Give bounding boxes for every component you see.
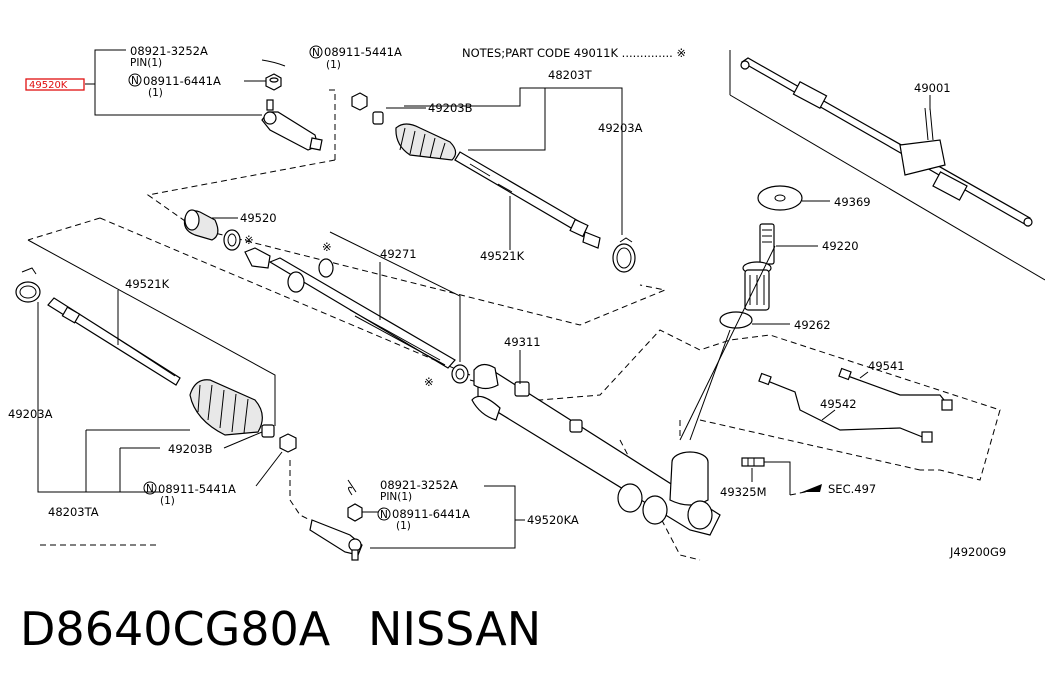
boot-left (189, 379, 263, 436)
label-49520KA[interactable]: 49520KA (527, 513, 579, 527)
pinion-49220 (742, 223, 775, 311)
label-49325M[interactable]: 49325M (720, 485, 767, 499)
label-nut-top2-qty: (1) (326, 59, 341, 71)
label-pin-bot-qty: PIN(1) (380, 491, 412, 503)
label-49311[interactable]: 49311 (504, 335, 541, 349)
seal-49262 (719, 311, 753, 329)
label-49542[interactable]: 49542 (820, 397, 857, 411)
label-49203B-top[interactable]: 49203B (428, 101, 473, 115)
diagram-code: J49200G9 (949, 545, 1006, 559)
tie-rod-end-49520KA (309, 519, 363, 561)
label-nut-left-qty: (1) (160, 495, 175, 507)
star-mark-1: ※ (244, 233, 254, 247)
leader-lines (27, 49, 931, 549)
circle-n-symbols (128, 45, 391, 521)
tube-49542 (758, 372, 933, 443)
clamp-49203A-left (15, 267, 41, 303)
pin-bottom (347, 479, 357, 496)
circle-n-1: N (131, 75, 139, 87)
clamp-49203A-top (612, 237, 636, 273)
washer-49369 (757, 185, 803, 211)
part-number-title: D8640CG80A (20, 602, 331, 656)
ring-star-3 (451, 364, 469, 384)
label-49203A-left[interactable]: 49203A (8, 407, 53, 421)
label-nut-top2-code[interactable]: 08911-5441A (324, 45, 402, 59)
clamp-49203B-left (261, 424, 275, 438)
label-48203TA[interactable]: 48203TA (48, 505, 99, 519)
label-49220[interactable]: 49220 (822, 239, 859, 253)
label-nut-top-qty: (1) (148, 87, 163, 99)
label-48203T[interactable]: 48203T (548, 68, 593, 82)
label-nut-bot-qty: (1) (396, 520, 411, 532)
dashed-assembly-box-top (146, 89, 667, 326)
dashed-vehicle-box (729, 50, 1045, 281)
label-49262[interactable]: 49262 (794, 318, 831, 332)
steering-gear-assembly-49001 (740, 57, 1033, 227)
pin-top (261, 59, 286, 67)
label-49203A-top[interactable]: 49203A (598, 121, 643, 135)
label-49369[interactable]: 49369 (834, 195, 871, 209)
bushing-49520 (183, 209, 219, 241)
label-49541[interactable]: 49541 (868, 359, 905, 373)
label-pin-top-qty: PIN(1) (130, 57, 162, 69)
label-49001[interactable]: 49001 (914, 81, 951, 95)
rack-49271 (244, 247, 456, 369)
label-49521K-top[interactable]: 49521K (480, 249, 525, 263)
notes-text: NOTES;PART CODE 49011K .............. ※ (462, 46, 686, 60)
tie-rod-end-49520K (261, 99, 323, 151)
ring-star-2 (318, 258, 334, 278)
nut-top2 (351, 92, 368, 111)
label-sec-497[interactable]: SEC.497 (828, 482, 876, 496)
inner-socket-top (454, 151, 601, 249)
tube-49541 (838, 367, 953, 411)
circle-n-3: N (146, 483, 154, 495)
nut-top (265, 73, 282, 91)
label-49520[interactable]: 49520 (240, 211, 277, 225)
brand-title: NISSAN (368, 602, 541, 656)
label-pin-top-code[interactable]: 08921-3252A (130, 44, 208, 58)
star-mark-3: ※ (424, 375, 434, 389)
highlight-label-49520K[interactable]: 49520K (29, 80, 68, 91)
ring-star-1 (223, 229, 241, 251)
nut-left (279, 433, 297, 453)
dashed-assembly-box-left (27, 217, 471, 546)
label-nut-left-code[interactable]: 08911-5441A (158, 482, 236, 496)
label-pin-bot-code[interactable]: 08921-3252A (380, 478, 458, 492)
label-nut-top-code[interactable]: 08911-6441A (143, 74, 221, 88)
label-49271[interactable]: 49271 (380, 247, 417, 261)
circle-n-2: N (312, 47, 320, 59)
clamp-49203B-top (372, 111, 384, 125)
gear-housing-49311 (471, 363, 721, 536)
star-mark-2: ※ (322, 240, 332, 254)
circle-n-4: N (380, 509, 388, 521)
label-49203B-left[interactable]: 49203B (168, 442, 213, 456)
boot-top (395, 123, 457, 161)
highlight-box (25, 78, 85, 91)
label-nut-bot-code[interactable]: 08911-6441A (392, 507, 470, 521)
label-49521K-left[interactable]: 49521K (125, 277, 170, 291)
inner-socket-left (47, 297, 181, 386)
nut-bottom (347, 503, 363, 522)
valve-49325M (741, 457, 765, 467)
